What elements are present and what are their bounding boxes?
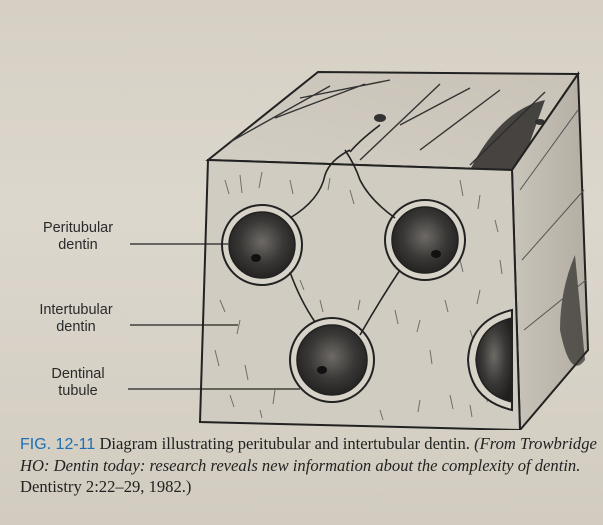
tubule-opening-top [374,114,386,122]
caption-text: Diagram illustrating peritubular and int… [95,434,470,453]
label-peritubular-dentin: Peritubular dentin [28,220,128,254]
caption-source-journal: Dentistry 2:22–29, 1982.) [20,477,191,496]
figure-caption: FIG. 12-11 Diagram illustrating peritubu… [20,433,598,497]
figure-number: FIG. 12-11 [20,436,95,453]
dentin-block-illustration: Peritubular dentin Intertubular dentin D… [0,0,603,430]
label-dentinal-tubule: Dentinal tubule [28,366,128,400]
label-intertubular-dentin: Intertubular dentin [26,302,126,336]
